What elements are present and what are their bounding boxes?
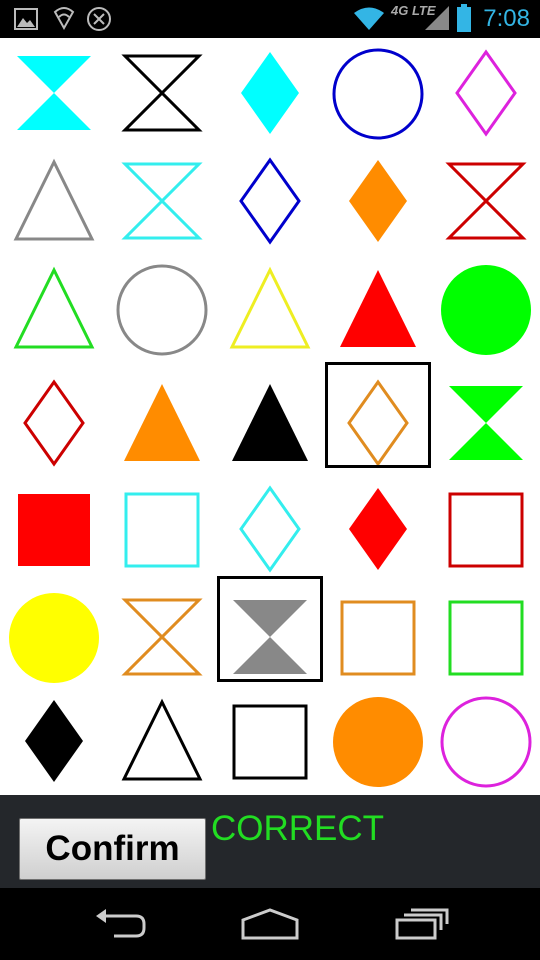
clock: 7:08 (483, 5, 530, 32)
android-notification-icon (87, 7, 111, 31)
recent-apps-icon[interactable] (394, 906, 450, 942)
cell-signal-icon (425, 6, 449, 30)
circle-shape (116, 264, 208, 356)
network-type-label: 4G LTE (391, 3, 436, 18)
shape-cell[interactable] (108, 38, 216, 146)
shape-cell[interactable] (324, 146, 432, 254)
diamond-shape (347, 379, 409, 467)
image-notification-icon (14, 8, 38, 30)
shape-cell[interactable] (0, 146, 108, 254)
shape-cell[interactable] (108, 146, 216, 254)
triangle-shape (124, 384, 200, 461)
shape-cell[interactable] (432, 368, 540, 476)
shape-grid (0, 38, 540, 795)
diamond-shape (455, 49, 517, 137)
circle-shape (9, 593, 99, 683)
hourglass-shape (445, 162, 527, 240)
square-shape (124, 492, 200, 568)
confirm-button[interactable]: Confirm (19, 818, 206, 880)
bottom-panel: Confirm CORRECT (0, 795, 540, 888)
triangle-shape (121, 698, 203, 781)
square-shape (18, 494, 90, 566)
wifi-signal-icon (354, 7, 384, 30)
navigation-bar (0, 888, 540, 960)
shape-cell[interactable] (216, 254, 324, 362)
triangle-shape (340, 270, 416, 347)
triangle-shape (232, 384, 308, 461)
circle-shape (332, 48, 424, 140)
shape-cell[interactable] (324, 686, 432, 794)
diamond-shape (23, 379, 85, 467)
triangle-shape (13, 158, 95, 241)
hourglass-shape (121, 54, 203, 132)
diamond-shape (239, 157, 301, 245)
diamond-shape (349, 488, 407, 570)
hourglass-shape (233, 600, 307, 674)
shape-cell[interactable] (432, 146, 540, 254)
triangle-shape (13, 266, 95, 349)
hourglass-shape (121, 598, 203, 676)
shape-cell[interactable] (324, 38, 432, 146)
shape-cell[interactable] (432, 474, 540, 582)
shape-cell[interactable] (432, 582, 540, 690)
shape-cell[interactable] (216, 576, 324, 690)
shape-cell[interactable] (216, 368, 324, 476)
diamond-shape (349, 160, 407, 242)
shape-cell[interactable] (432, 38, 540, 146)
hourglass-shape (17, 56, 91, 130)
square-shape (448, 492, 524, 568)
shape-cell[interactable] (324, 254, 432, 362)
home-icon[interactable] (240, 906, 300, 942)
battery-icon (457, 4, 471, 32)
shape-cell[interactable] (216, 146, 324, 254)
hourglass-shape (121, 162, 203, 240)
shape-cell[interactable] (108, 254, 216, 362)
triangle-shape (229, 266, 311, 349)
shape-cell[interactable] (216, 38, 324, 146)
shape-cell[interactable] (432, 254, 540, 362)
shape-cell[interactable] (108, 368, 216, 476)
shape-cell[interactable] (0, 474, 108, 582)
status-bar: 4G LTE 7:08 (0, 0, 540, 38)
shape-cell[interactable] (0, 254, 108, 362)
shape-cell[interactable] (108, 474, 216, 582)
square-shape (232, 704, 308, 780)
shape-cell[interactable] (324, 474, 432, 582)
circle-shape (333, 697, 423, 787)
shape-cell[interactable] (108, 582, 216, 690)
circle-shape (441, 265, 531, 355)
shape-cell[interactable] (108, 686, 216, 794)
square-shape (448, 600, 524, 676)
result-label: CORRECT (211, 809, 385, 848)
shape-cell[interactable] (0, 582, 108, 690)
back-icon[interactable] (92, 906, 148, 942)
hourglass-shape (449, 386, 523, 460)
wifi-notification-icon (53, 7, 75, 30)
shape-cell[interactable] (216, 686, 324, 794)
shape-cell[interactable] (0, 38, 108, 146)
square-shape (340, 600, 416, 676)
shape-cell[interactable] (0, 368, 108, 476)
shape-cell[interactable] (324, 582, 432, 690)
shape-cell[interactable] (432, 686, 540, 794)
shape-cell[interactable] (324, 362, 432, 476)
circle-shape (440, 696, 532, 788)
diamond-shape (241, 52, 299, 134)
shape-cell[interactable] (0, 686, 108, 794)
shape-cell[interactable] (216, 474, 324, 582)
diamond-shape (239, 485, 301, 573)
diamond-shape (25, 700, 83, 782)
